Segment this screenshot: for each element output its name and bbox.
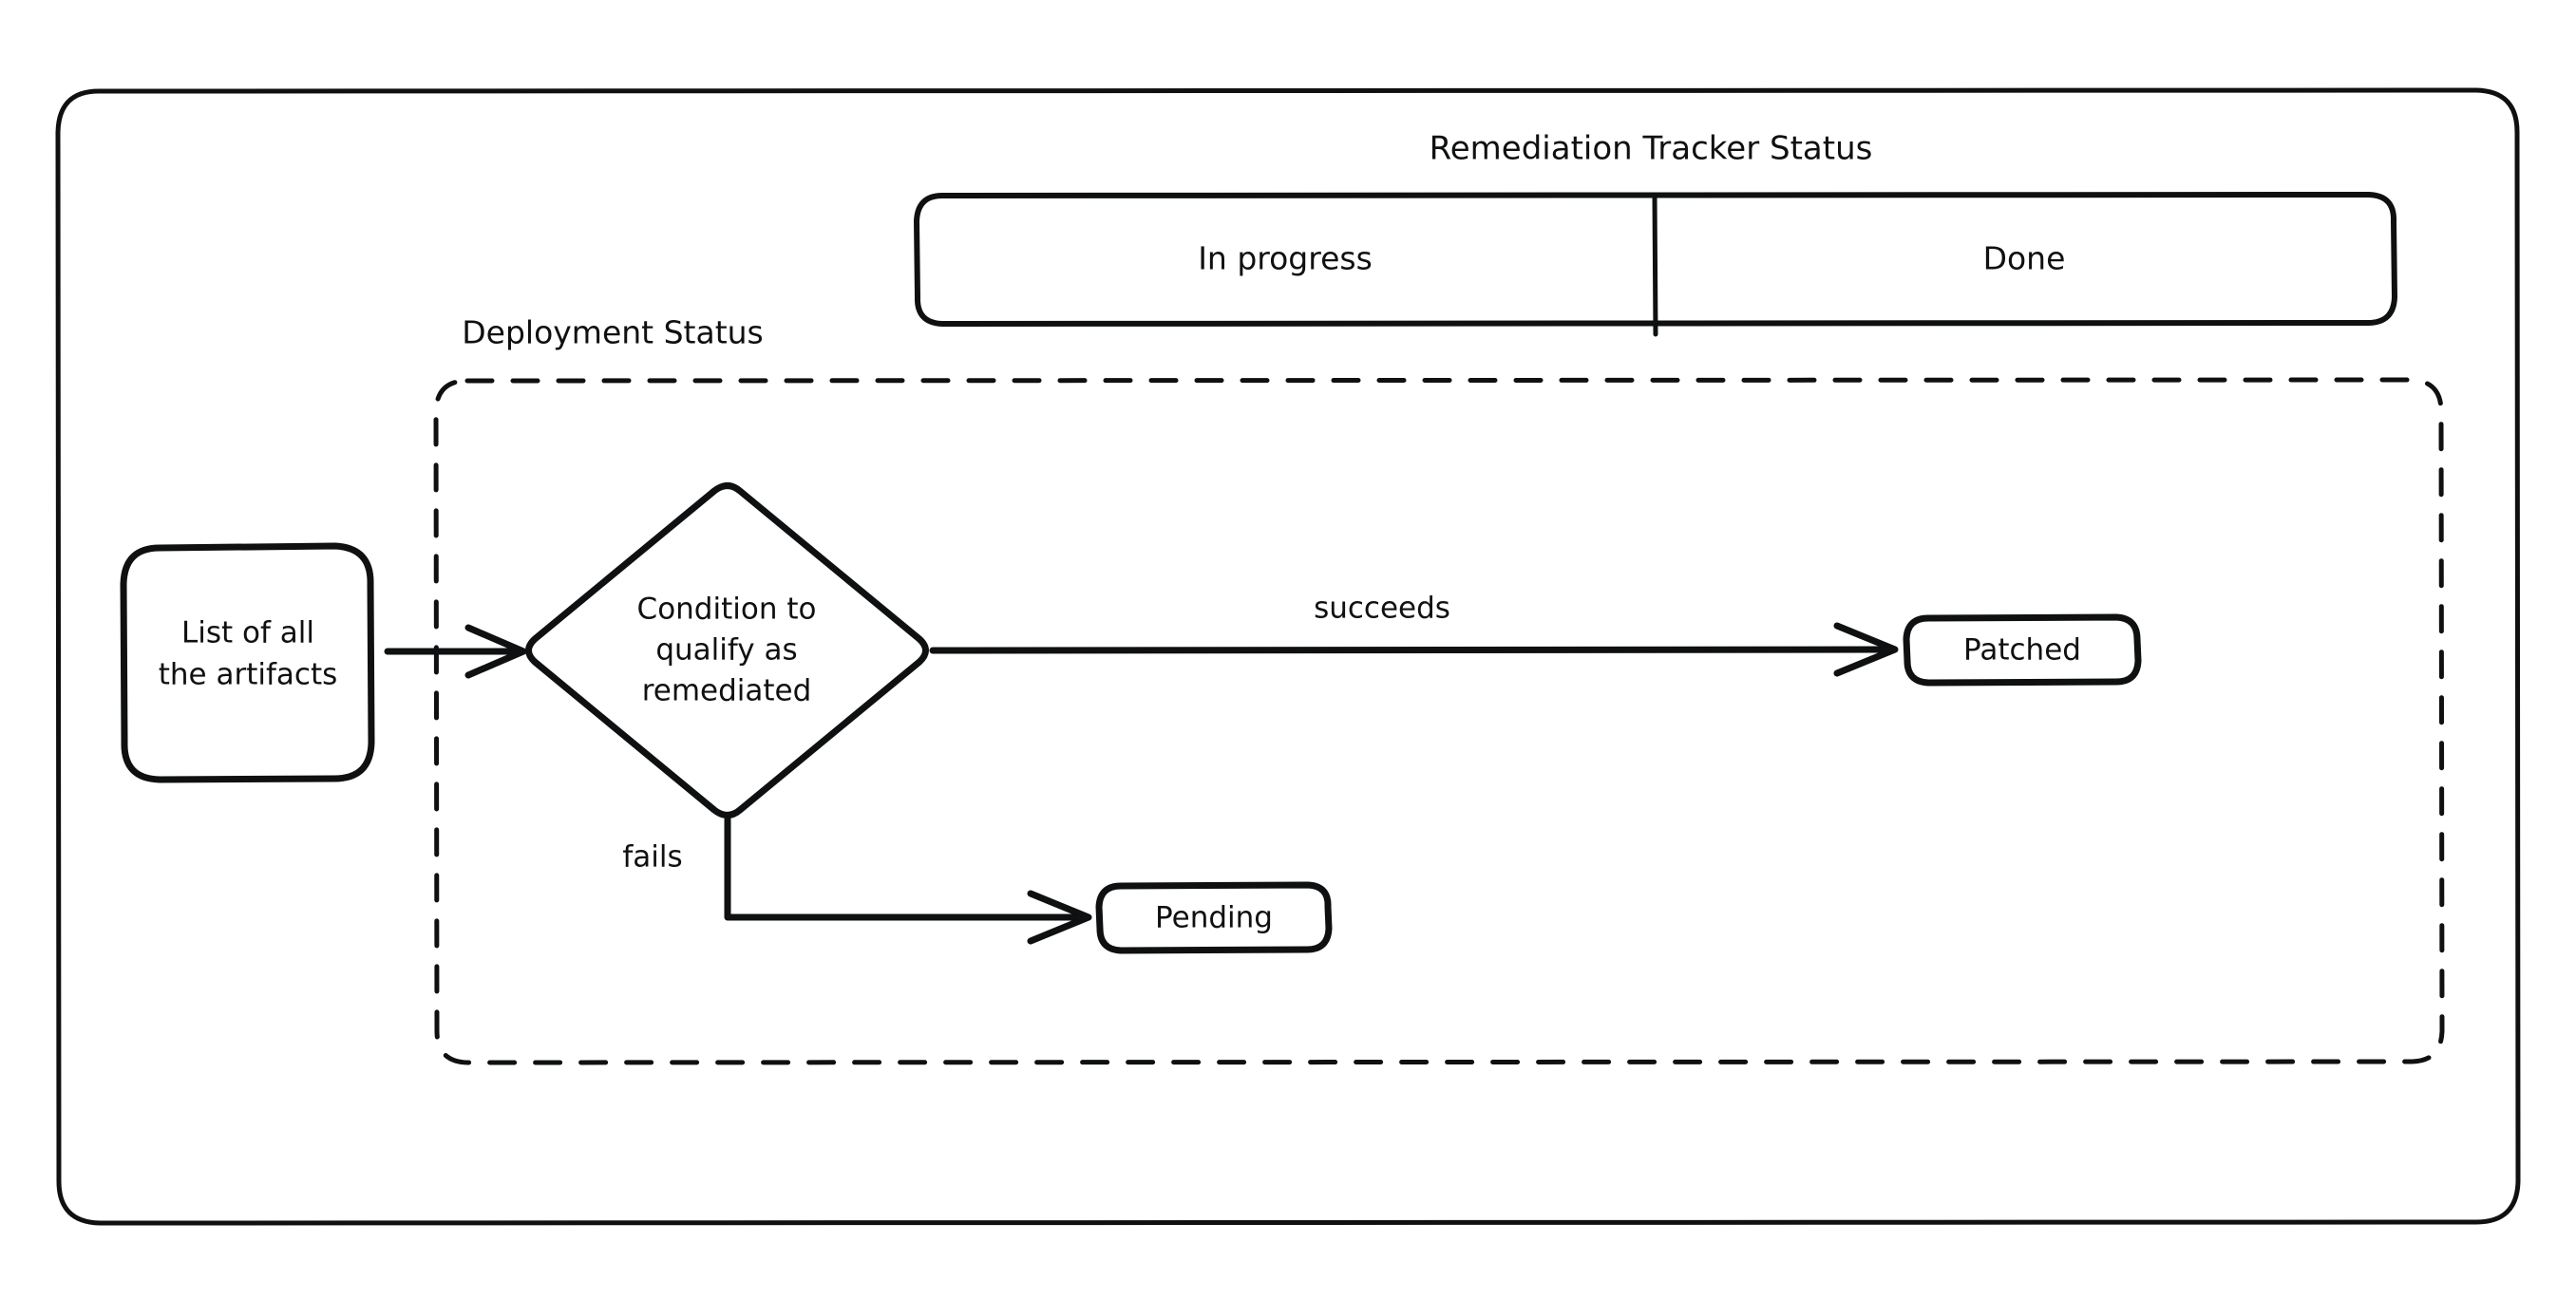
tracker-swimlane <box>914 192 2397 337</box>
outer-frame <box>55 87 2521 1226</box>
node-condition-decision[interactable]: Condition to qualify as remediated <box>525 482 929 819</box>
node-pending[interactable]: Pending <box>1095 881 1333 954</box>
deployment-status-group-label: Deployment Status <box>462 314 764 351</box>
tracker-title: Remediation Tracker Status <box>1430 130 1873 168</box>
swimlane-label-in-progress: In progress <box>1198 240 1373 277</box>
node-label-condition-line1: Condition to <box>637 593 817 627</box>
node-label-patched: Patched <box>1963 633 2081 668</box>
edge-succeeds-to-patched: succeeds <box>929 592 1899 677</box>
swimlane-label-done: Done <box>1983 240 2066 277</box>
node-list-of-artifacts[interactable]: List of all the artifacts <box>120 542 375 783</box>
swimlane-divider <box>1652 193 1658 337</box>
edge-label-succeeds: succeeds <box>1314 592 1450 626</box>
edge-label-fails: fails <box>622 840 682 875</box>
edge-fails-to-pending: fails <box>622 816 1092 945</box>
node-patched[interactable]: Patched <box>1903 613 2142 687</box>
swimlane-cell-in-progress[interactable]: In progress <box>1198 240 1373 277</box>
edge-artifacts-to-condition <box>384 624 527 679</box>
node-label-artifacts-line1: List of all <box>181 616 314 650</box>
swimlane-cell-done[interactable]: Done <box>1983 240 2066 277</box>
node-label-condition-line2: qualify as <box>655 633 797 668</box>
deployment-status-group-boundary <box>433 377 2445 1065</box>
node-label-pending: Pending <box>1155 901 1273 935</box>
node-label-condition-line3: remediated <box>642 674 812 708</box>
node-label-artifacts-line2: the artifacts <box>159 658 338 692</box>
